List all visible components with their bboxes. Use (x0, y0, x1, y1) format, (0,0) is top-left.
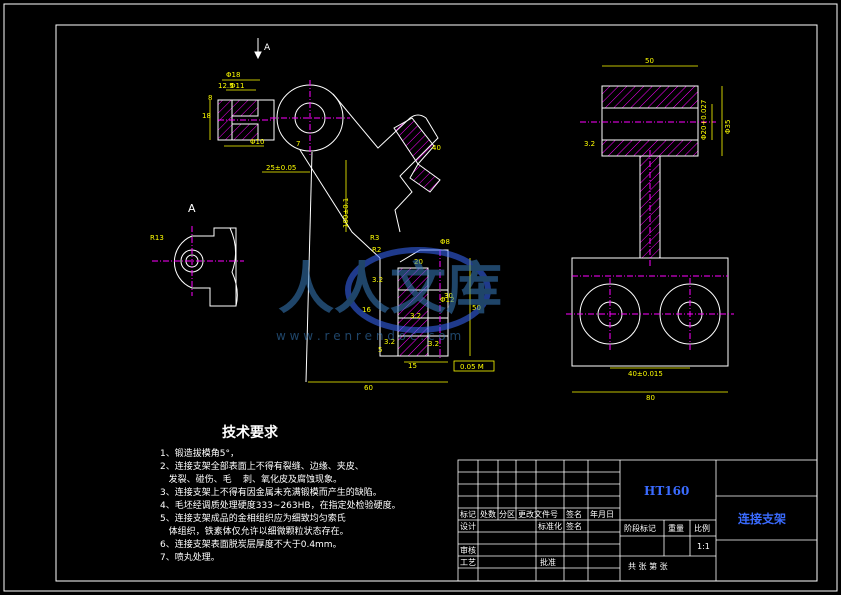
hdr-count: 处数 (480, 510, 496, 519)
side-view-dimension-text: 50 Φ20+0.027 Φ35 3.2 40±0.015 80 (584, 57, 732, 402)
dim-phi8: Φ8 (440, 238, 450, 246)
drawing-frame (55, 24, 818, 582)
note-item: 5、连接支架成品的金相组织应为细致均匀索氏 (160, 514, 346, 524)
dim-7: 7 (296, 140, 300, 148)
process-label: 工艺 (460, 558, 476, 567)
view-arrow (254, 38, 262, 60)
dim-3-2-a: 3.2 (372, 276, 383, 284)
dim-100: 100±0.1 (342, 198, 350, 228)
dim-50: 50 (472, 304, 481, 312)
main-view-dimension-text: Φ18 Φ11 18 8 12.5 Φ10 25±0.05 7 40 100±0… (202, 71, 484, 392)
dim-side-50: 50 (645, 57, 654, 65)
dim-5: 5 (378, 346, 382, 354)
dim-side-phi20: Φ20+0.027 (700, 100, 708, 140)
title-block (457, 459, 818, 582)
note-item: 4、毛坯经调质处理硬度333~263HB，在指定处检验硬度。 (160, 501, 401, 511)
dim-20: 20 (414, 258, 423, 266)
dim-r3: R3 (370, 234, 379, 242)
dim-25: 25±0.05 (266, 164, 296, 172)
dim-60: 60 (364, 384, 373, 392)
weight-label: 重量 (668, 524, 684, 533)
note-item: 1、锻造拔模角5°， (160, 449, 239, 459)
side-view (566, 85, 734, 367)
note-item: 发裂、碰伤、毛 刺、氧化皮及腐蚀现象。 (160, 475, 343, 485)
sheet-count: 共 张 第 张 (628, 562, 668, 571)
dim-16: 16 (362, 306, 371, 314)
note-item: 7、喷丸处理。 (160, 553, 220, 563)
part-name-label: 连接支架 (738, 512, 787, 526)
notes-title: 技术要求 (222, 425, 278, 441)
dim-15: 15 (408, 362, 417, 370)
note-item: 6、连接支架表面脱炭层厚度不大于0.4mm。 (160, 540, 342, 550)
dim-phi10: Φ10 (250, 138, 264, 146)
standard-label: 标准化 (538, 522, 562, 531)
sign-label: 签名 (566, 522, 582, 531)
dim-side-phi35: Φ35 (724, 120, 732, 134)
dim-side-80: 80 (646, 394, 655, 402)
dim-3-2-b: 3.2 (410, 312, 421, 320)
main-view-dimensions (209, 79, 495, 383)
ratio-label: 比例 (694, 524, 710, 533)
watermark-logo: 人人文库 w w w . r e n r e n d o c . c o m (276, 247, 502, 343)
watermark-url: w w w . r e n r e n d o c . c o m (276, 329, 461, 343)
scale-value: 1:1 (697, 542, 710, 551)
dim-3-2-d: 3.2 (384, 338, 395, 346)
side-view-dimensions (572, 65, 728, 393)
dim-phi11: Φ11 (230, 82, 244, 90)
dim-12-5: 12.5 (218, 82, 234, 90)
note-item: 2、连接支架全部表面上不得有裂缝、边缘、夹皮、 (160, 462, 364, 472)
design-label: 设计 (460, 522, 476, 531)
hdr-zone: 分区 (499, 510, 515, 519)
review-label: 审核 (460, 546, 476, 555)
dim-side-40: 40±0.015 (628, 370, 663, 378)
dim-40: 40 (432, 144, 441, 152)
approve-label: 批准 (540, 558, 556, 567)
note-item: 体组织，铁素体仅允许以细微颗粒状态存在。 (160, 527, 349, 537)
note-item: 3、连接支架上不得有因金属未充满锻模而产生的缺陷。 (160, 488, 382, 498)
view-label-arrow: A (264, 43, 271, 53)
gdt-frame-text: 0.05 M (460, 363, 484, 371)
dim-8: 8 (208, 94, 212, 102)
material-label: HT160 (644, 484, 690, 498)
dim-phi12: Φ12 (440, 296, 454, 304)
dim-30: 30 (444, 292, 453, 300)
hdr-date: 年月日 (590, 510, 614, 519)
hdr-doc: 更改文件号 (518, 510, 558, 519)
dim-r13: R13 (150, 234, 164, 242)
notes-list: 1、锻造拔模角5°， 2、连接支架全部表面上不得有裂缝、边缘、夹皮、 发裂、碰伤… (160, 448, 450, 565)
sheet-border (3, 3, 838, 592)
view-label-detail: A (188, 202, 196, 215)
dim-3-2-c: 3.2 (428, 340, 439, 348)
hdr-mark: 标记 (460, 510, 476, 519)
dim-18: 18 (202, 112, 211, 120)
dim-phi18: Φ18 (226, 71, 240, 79)
dim-r2: R2 (372, 246, 381, 254)
main-view (217, 80, 449, 383)
dim-side-3-2: 3.2 (584, 140, 595, 148)
stage-label: 阶段标记 (624, 524, 656, 533)
watermark-text: 人人文库 (278, 256, 502, 322)
hdr-sign: 签名 (566, 510, 582, 519)
technical-requirements: 技术要求 1、锻造拔模角5°， 2、连接支架全部表面上不得有裂缝、边缘、夹皮、 … (160, 422, 450, 565)
detail-view-a (152, 226, 244, 307)
